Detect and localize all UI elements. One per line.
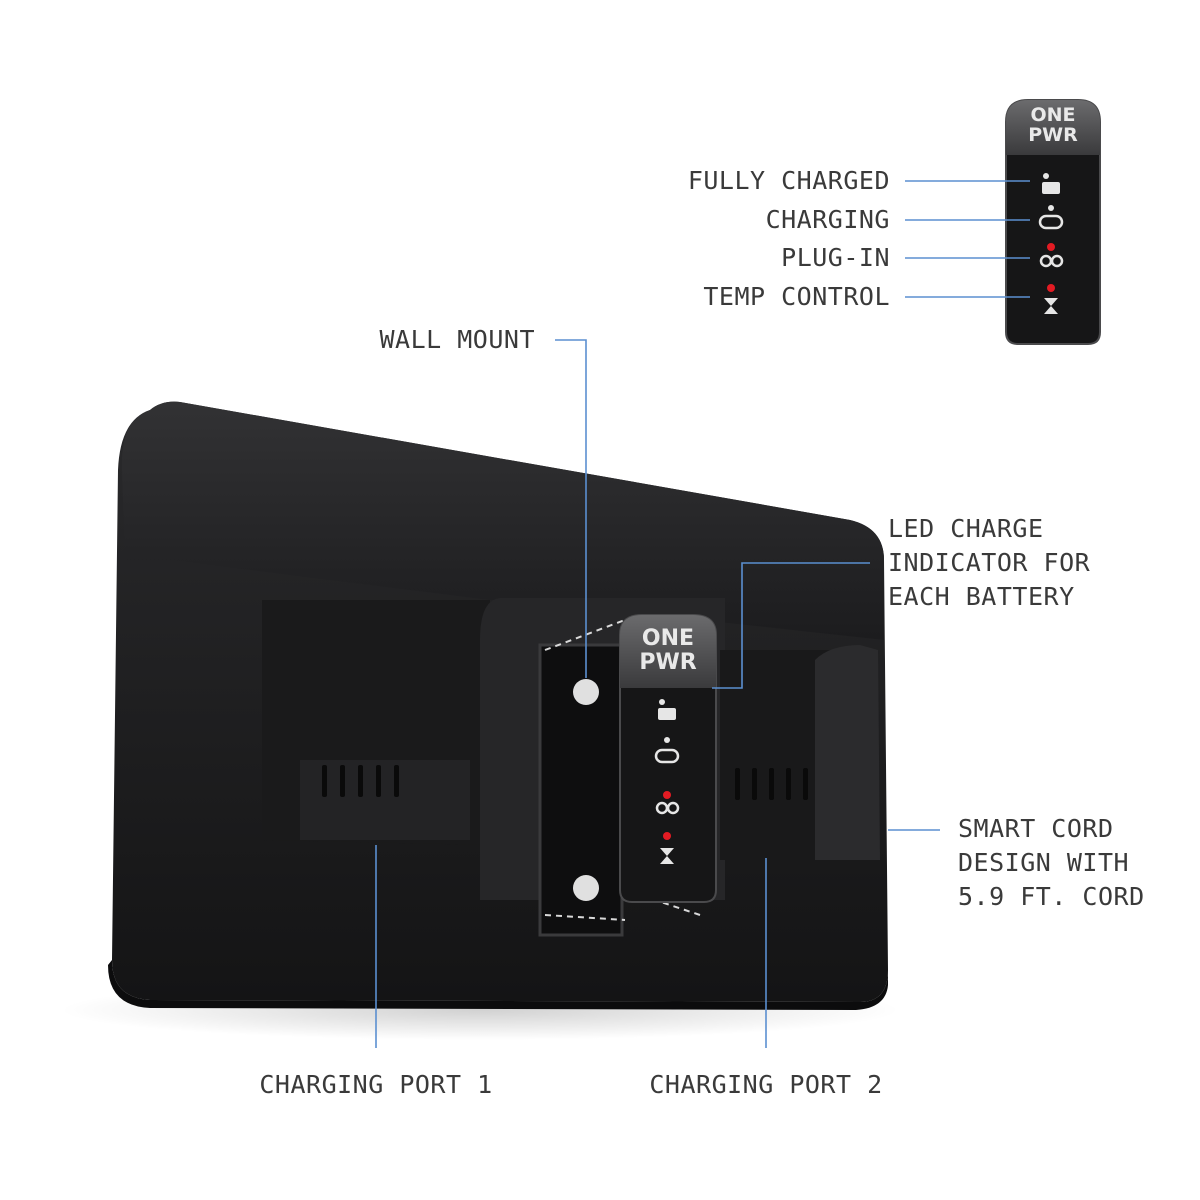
indicator-panel-top <box>1006 100 1100 155</box>
wall-mount-recess <box>538 643 624 937</box>
top-lip <box>121 401 884 640</box>
device-badge-top <box>620 615 716 688</box>
panel-temp-icon <box>1044 284 1058 314</box>
device-brand-line2: PWR <box>639 650 696 675</box>
label-led-indicator-line2: INDICATOR FOR <box>888 548 1091 577</box>
device-indicator-badge: ONE PWR <box>619 614 717 903</box>
panel-brand-line2: PWR <box>1028 124 1078 146</box>
panel-charging-icon <box>1038 205 1064 230</box>
panel-plug-in-icon <box>1039 243 1064 268</box>
label-led-indicator: LED CHARGE INDICATOR FOR EACH BATTERY <box>888 512 1090 614</box>
mount-hole-bottom <box>573 875 599 901</box>
device-plug-in-icon <box>655 791 680 815</box>
label-charging-port-2: CHARGING PORT 2 <box>649 1070 883 1099</box>
port-2-recess <box>720 650 840 860</box>
indicator-panel: ONE PWR <box>1005 99 1101 345</box>
label-smart-cord-line1: SMART CORD <box>958 814 1114 843</box>
label-smart-cord: SMART CORD DESIGN WITH 5.9 FT. CORD <box>958 812 1145 914</box>
wall-mount-guide-bottom <box>544 894 701 921</box>
label-charging: CHARGING <box>765 205 890 234</box>
device-brand-line1: ONE <box>642 626 694 651</box>
device-charging-icon <box>654 737 680 764</box>
bottom-edge <box>108 960 888 1010</box>
leader-wall-mount <box>555 339 587 678</box>
label-led-indicator-line3: EACH BATTERY <box>888 582 1075 611</box>
label-temp-control: TEMP CONTROL <box>703 282 890 311</box>
label-plug-in: PLUG-IN <box>781 243 890 272</box>
label-fully-charged: FULLY CHARGED <box>687 166 890 195</box>
panel-full-battery-icon <box>1042 173 1060 194</box>
wall-mount-guide-top <box>544 619 626 651</box>
label-smart-cord-line2: DESIGN WITH <box>958 848 1130 877</box>
port-2-clip <box>815 645 880 860</box>
label-charging-port-1: CHARGING PORT 1 <box>259 1070 493 1099</box>
mount-hole-top <box>573 679 599 705</box>
device-full-battery-icon <box>658 699 676 720</box>
port-2-vents <box>735 768 808 800</box>
panel-brand-line1: ONE <box>1030 104 1075 126</box>
label-wall-mount: WALL MOUNT <box>379 325 535 354</box>
label-smart-cord-line3: 5.9 FT. CORD <box>958 882 1145 911</box>
label-led-indicator-line1: LED CHARGE <box>888 514 1044 543</box>
leader-led-indicator <box>712 562 870 689</box>
device-temp-icon <box>660 832 674 864</box>
charger-body <box>108 401 888 1010</box>
leader-lines <box>375 180 1030 1048</box>
port-1-vents <box>322 765 399 797</box>
